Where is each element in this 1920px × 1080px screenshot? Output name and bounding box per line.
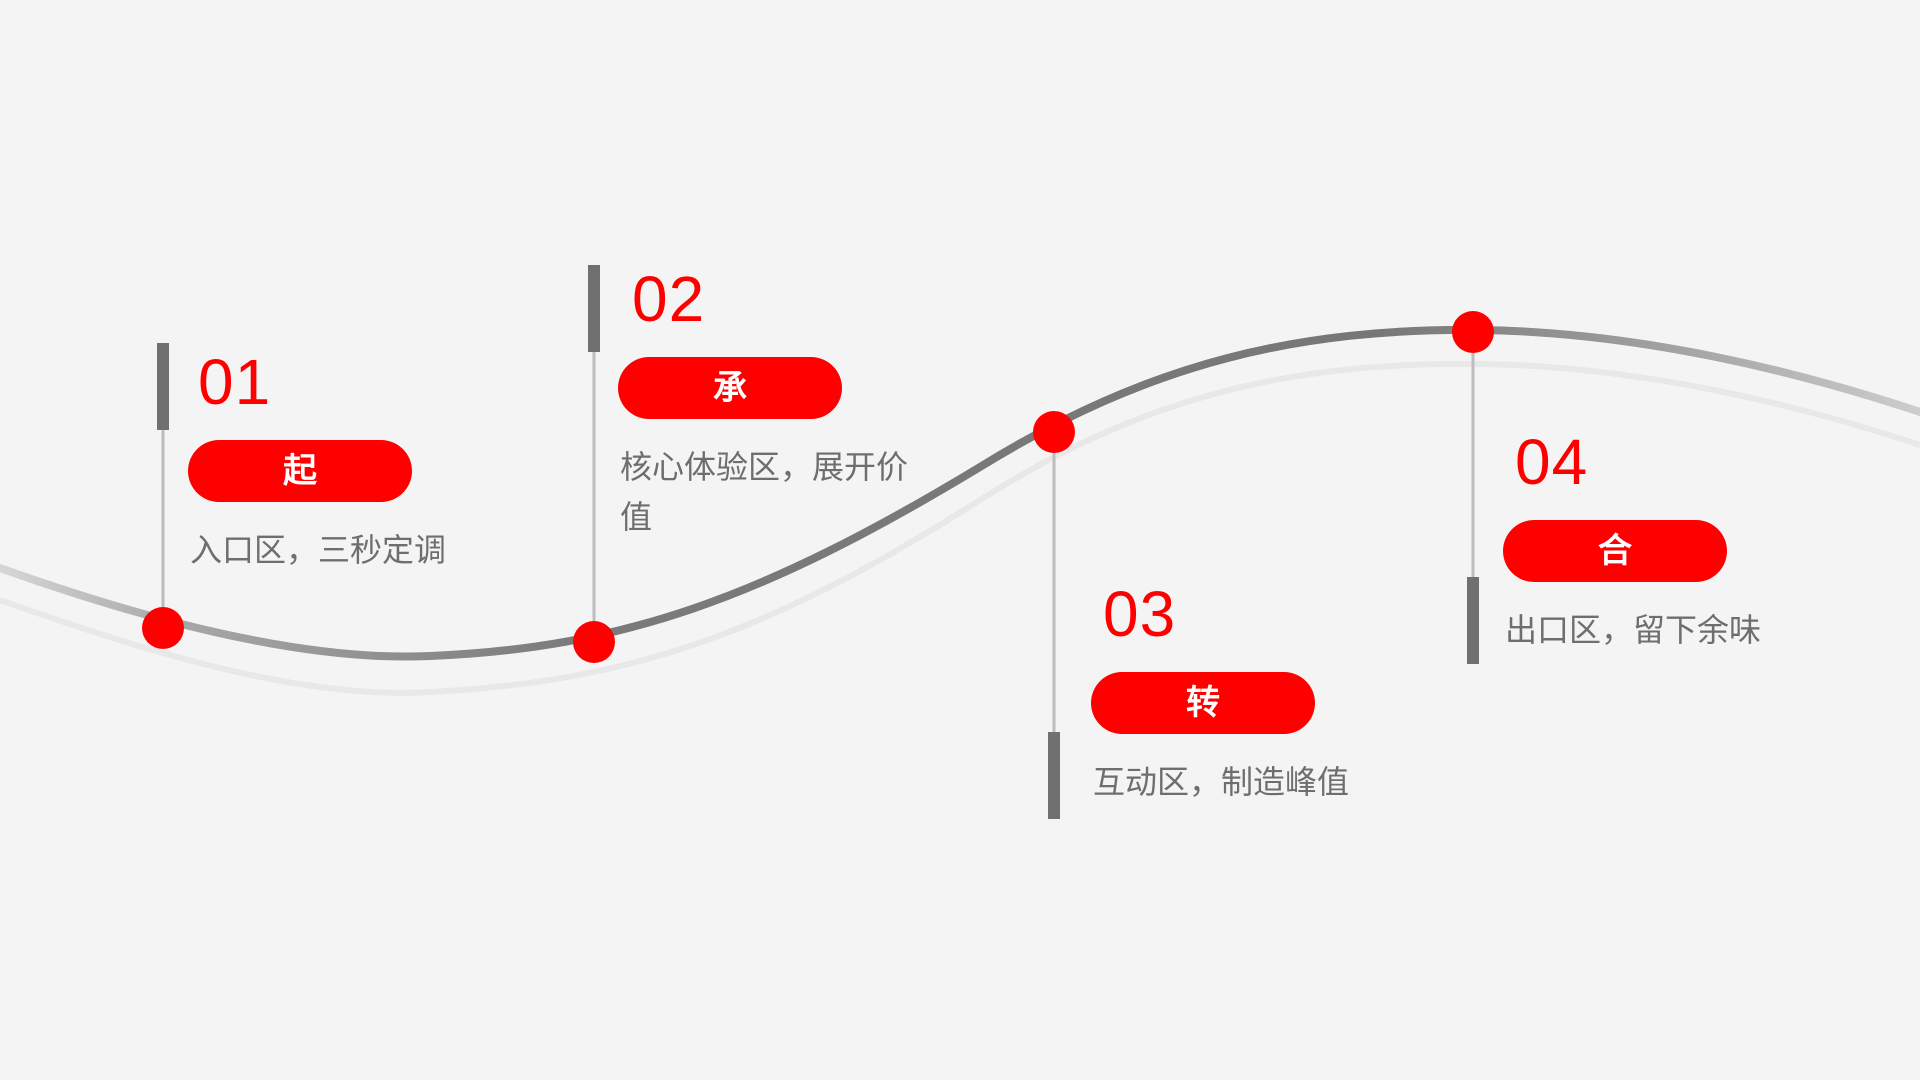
timeline-curve: [0, 325, 1920, 661]
stage-1-pill: 起: [188, 440, 412, 502]
stage-4-node: [1452, 311, 1494, 353]
stage-1-bar: [157, 343, 169, 430]
curve-shadow: [0, 360, 1920, 696]
stage-3-number: 03: [1103, 578, 1177, 650]
stage-4-pill: 合: [1503, 520, 1727, 582]
stage-1-description: 入口区，三秒定调: [190, 531, 447, 569]
stage-1-node: [142, 607, 184, 649]
stage-2-description: 核心体验区，展开价值: [620, 448, 909, 536]
stage-1-number: 01: [198, 346, 272, 418]
stage-4-description: 出口区，留下余味: [1505, 611, 1762, 649]
stage-2-pill: 承: [618, 357, 842, 419]
stage-2-number: 02: [632, 263, 706, 335]
stage-2-node: [573, 621, 615, 663]
stage-3-description: 互动区，制造峰值: [1093, 763, 1350, 801]
stage-3-bar: [1048, 732, 1060, 819]
stage-4-bar: [1467, 577, 1479, 664]
stage-3-node: [1033, 411, 1075, 453]
stage-2-bar: [588, 265, 600, 352]
stage-4-number: 04: [1515, 426, 1589, 498]
stage-3-pill: 转: [1091, 672, 1315, 734]
